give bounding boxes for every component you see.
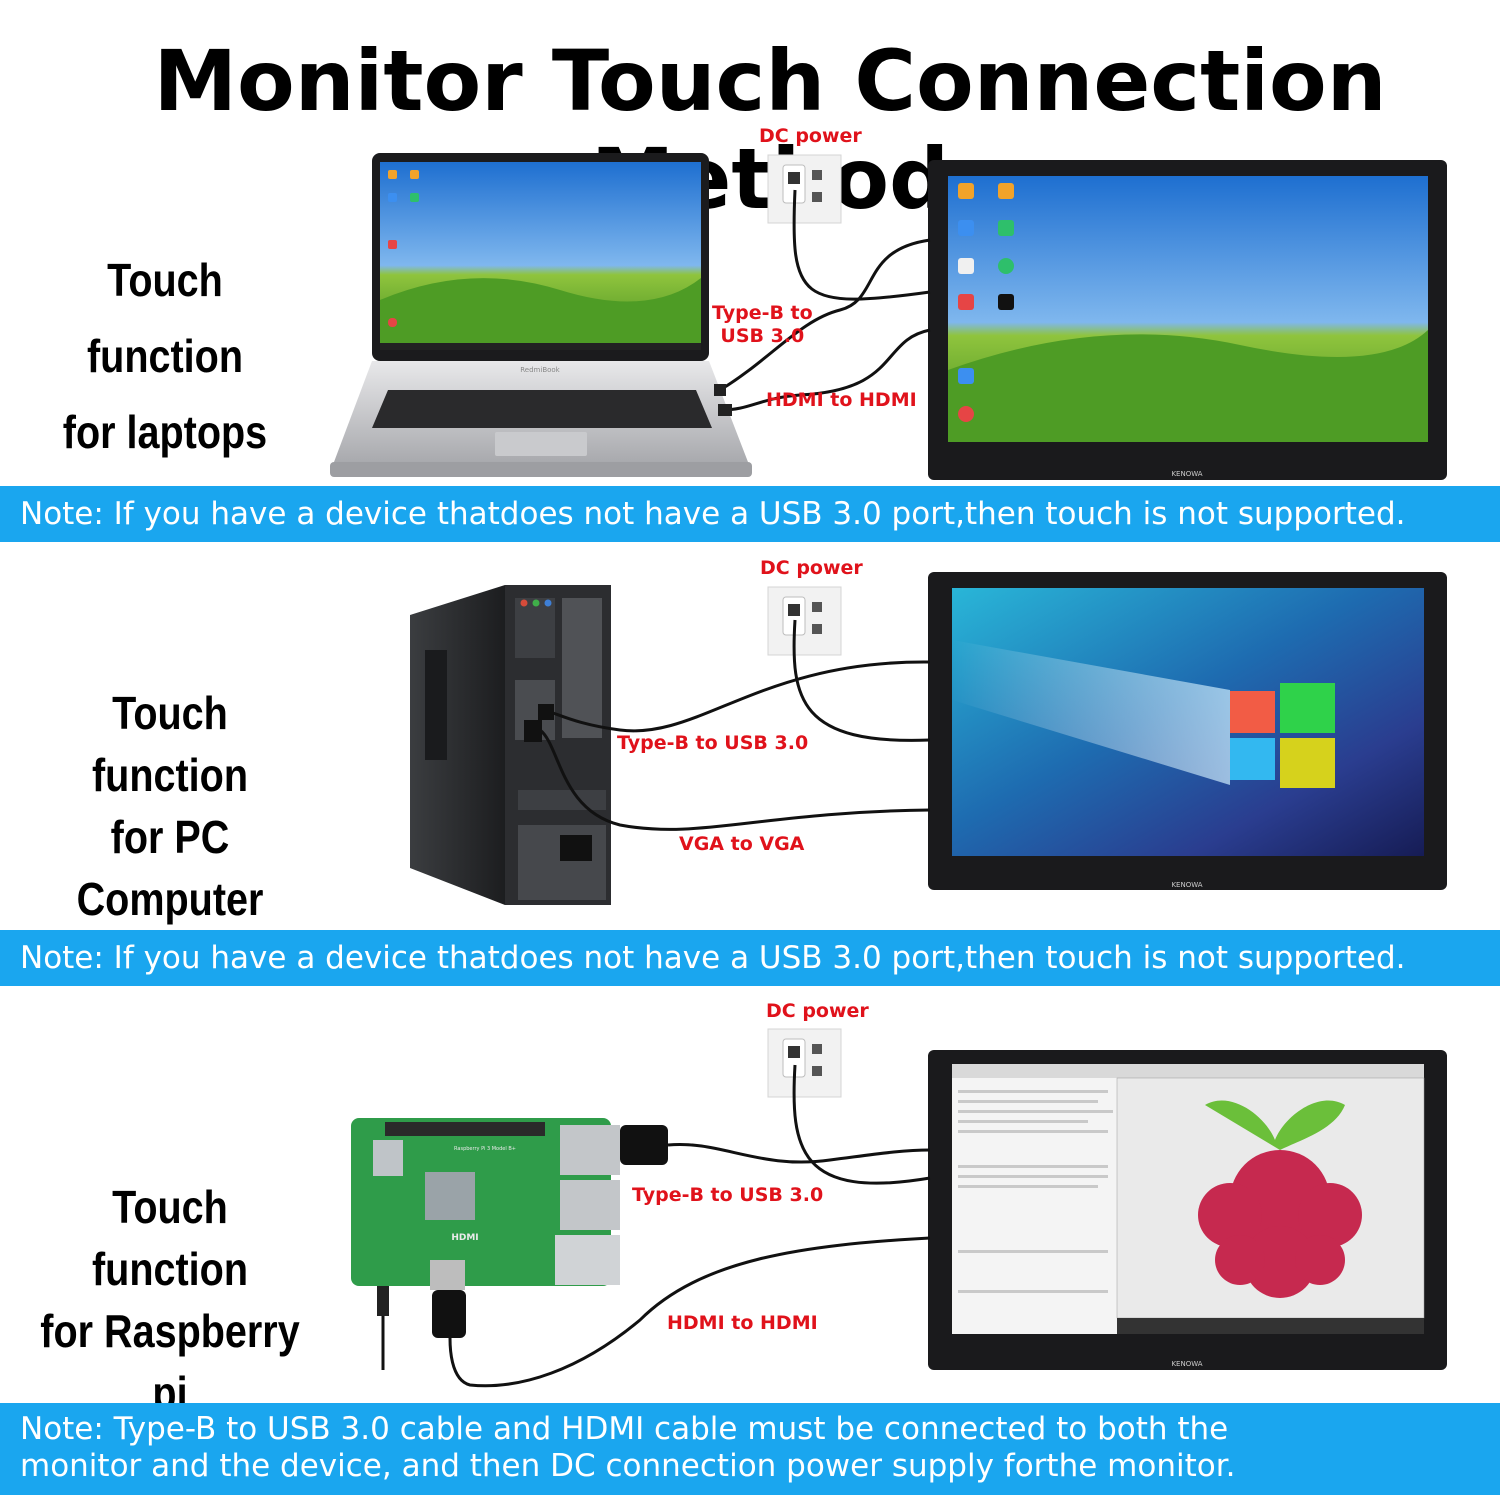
section-label-pc: Touch function for PC Computer <box>32 682 307 930</box>
section-label-laptops: Touch function for laptops <box>36 242 294 470</box>
typeb-usb-label-line-1: Type-B to <box>712 302 813 324</box>
note-banner-raspberry-pi: Note: Type-B to USB 3.0 cable and HDMI c… <box>0 1403 1500 1495</box>
typeb-usb-label: Type-B to USB 3.0 <box>712 302 813 348</box>
wall-outlet-1 <box>767 154 842 224</box>
typeb-usb-label: Type-B to USB 3.0 <box>617 732 809 754</box>
dc-power-label: DC power <box>760 557 863 579</box>
hdmi-label: HDMI to HDMI <box>667 1312 818 1334</box>
raspberry-logo <box>1198 1100 1362 1298</box>
pi-board-label: Raspberry Pi 3 Model B+ <box>454 1146 516 1152</box>
cables-section-2 <box>538 619 931 831</box>
section-label-line: for PC Computer <box>76 811 264 925</box>
section-label-line: Touch function <box>86 254 244 382</box>
monitor-brand-label: KENOWA <box>1171 881 1202 889</box>
pi-hdmi-label: HDMI <box>451 1233 478 1243</box>
section-label-line: for Raspberry pi <box>40 1305 300 1419</box>
note-banner-laptops: Note: If you have a device thatdoes not … <box>0 486 1500 542</box>
note-banner-pc: Note: If you have a device thatdoes not … <box>0 930 1500 986</box>
wall-outlet-3 <box>767 1028 842 1098</box>
note-text-line: monitor and the device, and then DC conn… <box>20 1448 1236 1484</box>
vga-label: VGA to VGA <box>679 833 805 855</box>
cables-section-3 <box>381 1064 931 1388</box>
section-label-line: Touch function <box>91 1181 249 1295</box>
pc-tower-image <box>410 585 611 905</box>
note-text-line: Note: Type-B to USB 3.0 cable and HDMI c… <box>20 1411 1229 1447</box>
section-label-line: for laptops <box>62 406 268 458</box>
laptop-brand-label: RedmiBook <box>520 366 560 374</box>
dc-power-label: DC power <box>759 125 862 147</box>
monitor-3: KENOWA <box>928 1050 1447 1370</box>
laptop-image: RedmiBook <box>330 153 752 477</box>
section-label-line: Touch function <box>91 687 249 801</box>
typeb-usb-label-line-2: USB 3.0 <box>720 324 805 347</box>
note-text: Note: If you have a device thatdoes not … <box>20 496 1406 532</box>
hdmi-label: HDMI to HDMI <box>766 389 917 411</box>
monitor-1: KENOWA <box>928 160 1447 480</box>
typeb-usb-label: Type-B to USB 3.0 <box>632 1184 824 1206</box>
monitor-brand-label: KENOWA <box>1171 1360 1202 1368</box>
monitor-brand-label: KENOWA <box>1171 470 1202 478</box>
monitor-2: KENOWA <box>928 572 1447 890</box>
wall-outlet-2 <box>767 586 842 656</box>
cables-section-1 <box>719 189 931 412</box>
note-text: Note: If you have a device thatdoes not … <box>20 940 1406 976</box>
dc-power-label: DC power <box>766 1000 869 1022</box>
raspberry-pi-board-image: HDMI Raspberry Pi 3 Model B+ <box>351 1118 668 1338</box>
section-label-raspberry-pi: Touch function for Raspberry pi <box>32 1176 307 1424</box>
